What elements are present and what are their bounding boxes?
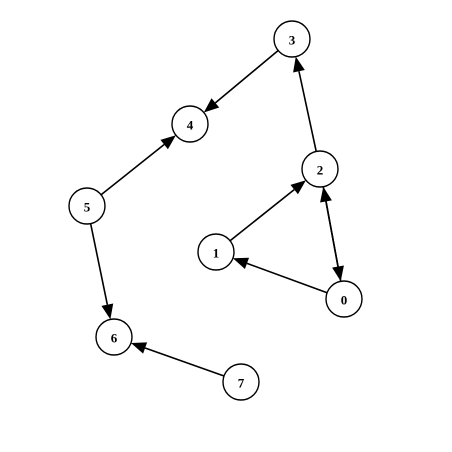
node-1-label: 1	[213, 246, 220, 261]
node-2-circle	[301, 150, 339, 188]
node-7-label: 7	[238, 376, 245, 391]
edge-line	[214, 49, 279, 104]
node-3: 3	[273, 20, 311, 58]
node-6-label: 6	[111, 331, 118, 346]
arrowhead-icon	[232, 257, 250, 270]
edge-line	[298, 71, 317, 152]
edge-3-to-4	[203, 49, 279, 113]
arrowhead-icon	[101, 303, 114, 320]
node-5-circle	[68, 187, 106, 225]
node-5-label: 5	[84, 200, 91, 215]
arrowhead-icon	[130, 342, 148, 354]
edge-0-to-1	[232, 257, 328, 294]
edge-line	[89, 223, 109, 305]
node-1: 1	[197, 233, 235, 271]
node-3-label: 3	[289, 33, 296, 48]
node-0-label: 0	[341, 293, 348, 308]
arrowhead-icon	[320, 186, 332, 203]
node-1-circle	[197, 233, 235, 271]
node-7: 7	[222, 363, 260, 401]
edges-layer	[89, 49, 344, 377]
node-0-circle	[325, 280, 363, 318]
arrowhead-icon	[293, 56, 305, 73]
nodes-layer: 0 1 2 3 4 5 6 7	[68, 20, 363, 401]
node-0: 0	[325, 280, 363, 318]
node-4: 4	[171, 105, 209, 143]
node-2-label: 2	[317, 163, 324, 178]
arrowhead-icon	[203, 98, 220, 113]
arrowhead-icon	[290, 180, 306, 195]
edge-2-to-3	[293, 56, 317, 152]
edge-1-to-2	[229, 180, 306, 242]
arrowhead-icon	[160, 135, 176, 150]
edge-line	[322, 186, 339, 267]
node-2: 2	[301, 150, 339, 188]
edge-line	[229, 188, 295, 242]
arrowhead-icon	[332, 265, 344, 282]
edge-5-to-6	[89, 223, 114, 320]
node-4-label: 4	[187, 118, 194, 133]
edge-5-to-4	[100, 135, 176, 196]
edge-line	[246, 262, 328, 294]
node-3-circle	[273, 20, 311, 58]
node-4-circle	[171, 105, 209, 143]
node-5: 5	[68, 187, 106, 225]
edge-7-to-6	[130, 342, 225, 377]
node-7-circle	[222, 363, 260, 401]
node-6: 6	[95, 318, 133, 356]
edge-line	[100, 143, 165, 196]
edge-line	[144, 347, 225, 377]
node-6-circle	[95, 318, 133, 356]
edge-2-to-0	[322, 186, 344, 282]
